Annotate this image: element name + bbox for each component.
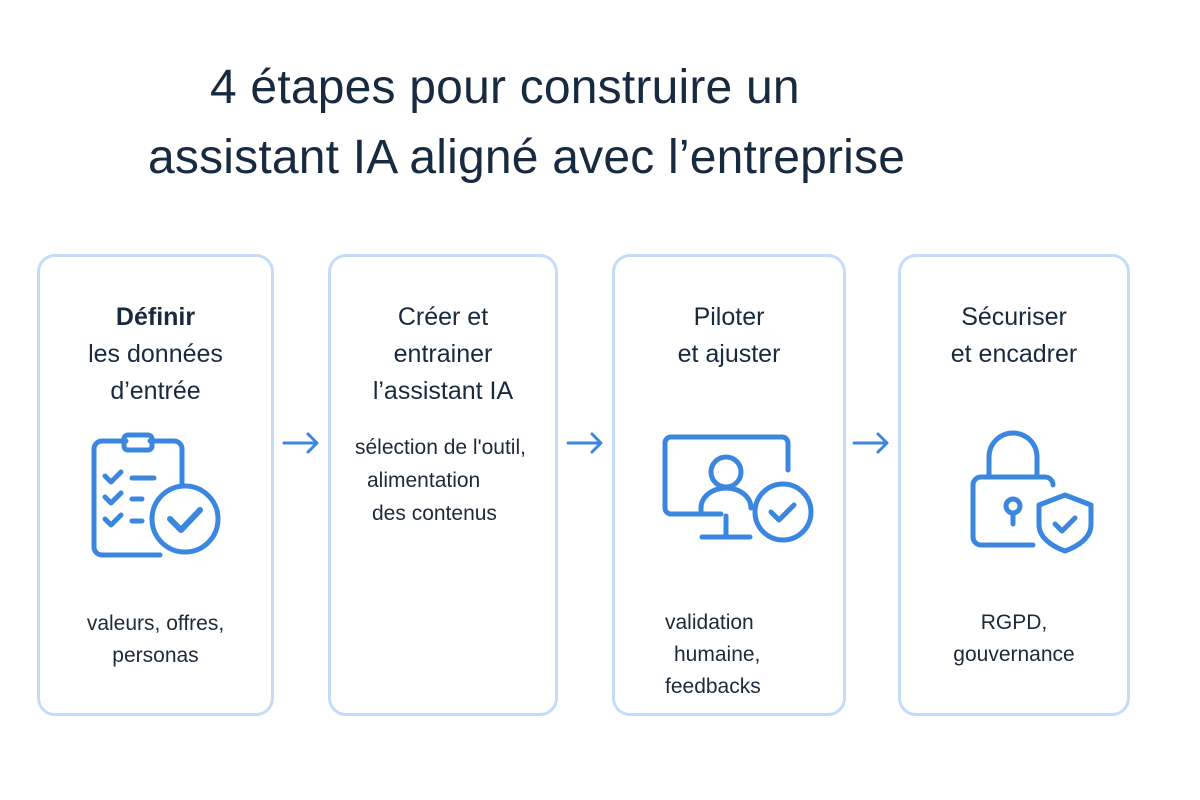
arrow-right-icon — [852, 432, 889, 454]
step-3-description-line: feedbacks — [665, 675, 761, 698]
step-card-create-train: Créer et entrainer l’assistant IA sélect… — [328, 254, 558, 716]
title-line-2: assistant IA aligné avec l’entreprise — [148, 131, 906, 184]
step-1-heading: Définir les données d’entrée — [40, 299, 271, 410]
step-3-description: validation humaine, feedbacks — [665, 607, 843, 703]
step-1-description-line: valeurs, offres, — [86, 612, 225, 635]
step-3-heading-line: et ajuster — [677, 340, 781, 368]
step-2-heading-line: entrainer — [393, 340, 493, 368]
step-3-heading-line: Piloter — [693, 303, 765, 331]
step-1-description: valeurs, offres, personas — [40, 608, 271, 672]
step-card-pilot-adjust: Piloter et ajuster validation humaine, f… — [612, 254, 846, 716]
step-4-heading-line: et encadrer — [950, 340, 1078, 368]
step-1-heading-line: Définir — [115, 303, 196, 331]
step-3-description-line: humaine, — [674, 643, 761, 666]
lock-shield-icon — [970, 430, 1094, 554]
step-2-description-line: alimentation — [367, 469, 481, 492]
step-2-heading-line: l’assistant IA — [372, 377, 514, 405]
step-2-description: sélection de l'outil, alimentation des c… — [355, 431, 555, 530]
arrow-right-icon — [282, 432, 319, 454]
step-2-description-line: des contenus — [372, 502, 497, 525]
step-1-description-line: personas — [112, 644, 199, 667]
step-card-secure-govern: Sécuriser et encadrer RGPD, gouvernance — [898, 254, 1130, 716]
step-4-description: RGPD, gouvernance — [901, 607, 1127, 671]
monitor-user-check-icon — [662, 434, 814, 543]
step-1-heading-line: d’entrée — [110, 377, 201, 405]
step-card-define-data: Définir les données d’entrée valeurs, of… — [37, 254, 274, 716]
step-2-heading-line: Créer et — [397, 303, 489, 331]
step-3-description-line: validation — [665, 611, 754, 634]
step-4-description-line: RGPD, — [980, 611, 1048, 634]
step-1-heading-line: les données — [88, 340, 223, 368]
clipboard-checklist-icon — [91, 432, 221, 558]
step-2-description-line: sélection de l'outil, — [355, 436, 526, 459]
step-4-description-line: gouvernance — [953, 643, 1075, 666]
step-2-heading: Créer et entrainer l’assistant IA — [331, 299, 555, 410]
step-4-heading: Sécuriser et encadrer — [901, 299, 1127, 373]
step-3-heading: Piloter et ajuster — [615, 299, 843, 373]
step-4-heading-line: Sécuriser — [961, 303, 1067, 331]
title-line-1: 4 étapes pour construire un — [210, 61, 800, 114]
arrow-right-icon — [566, 432, 603, 454]
